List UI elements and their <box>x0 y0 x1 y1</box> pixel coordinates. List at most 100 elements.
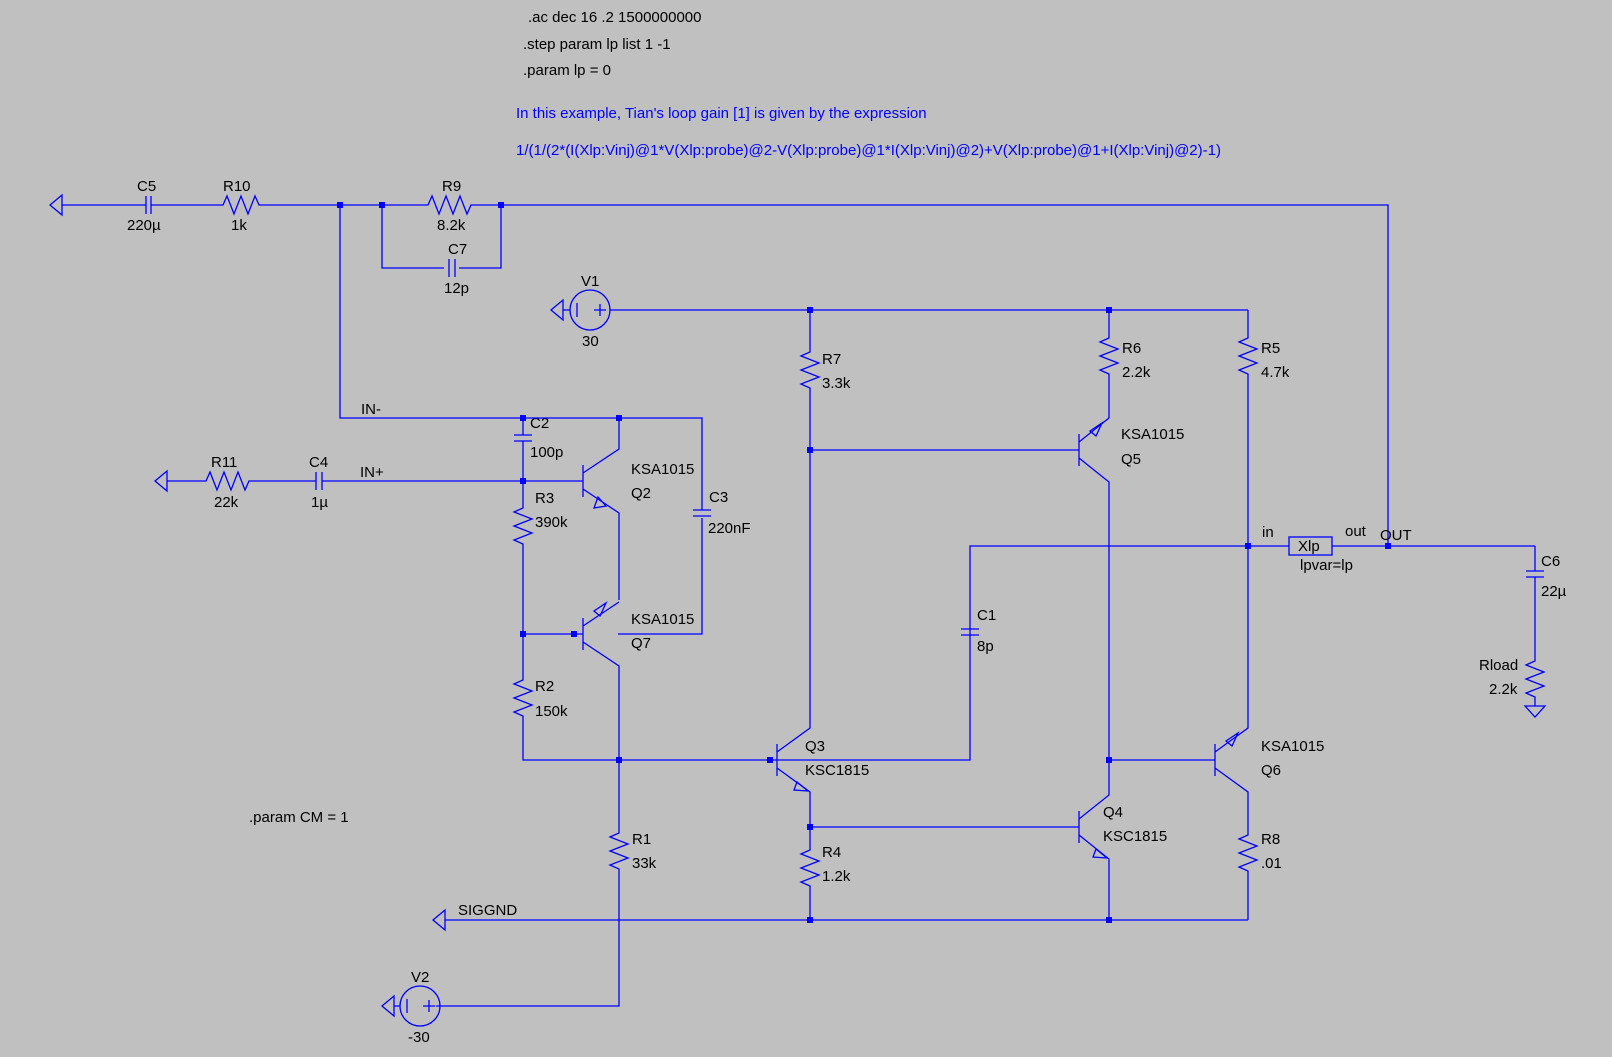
q2-model: KSA1015 <box>631 461 694 478</box>
ground-flag-r11 <box>153 469 168 493</box>
xlp-out-label: out <box>1345 523 1367 540</box>
transistor-q7[interactable] <box>582 601 620 760</box>
step-directive[interactable]: .step param lp list 1 -1 <box>523 36 671 53</box>
junction <box>498 202 504 208</box>
r9-name: R9 <box>442 178 461 195</box>
param-lp-directive[interactable]: .param lp = 0 <box>523 62 611 79</box>
transistor-q5[interactable] <box>1073 417 1110 760</box>
resistor-r10[interactable] <box>216 194 340 216</box>
param-cm-directive[interactable]: .param CM = 1 <box>249 809 349 826</box>
q5-name: Q5 <box>1121 451 1141 468</box>
capacitor-c3[interactable] <box>693 509 711 517</box>
c7-wires <box>340 204 502 269</box>
r5-value: 4.7k <box>1261 364 1290 381</box>
c2-value: 100p <box>530 444 563 461</box>
resistor-rload[interactable] <box>1524 658 1546 706</box>
resistor-r6[interactable] <box>1098 310 1120 418</box>
c3-wires <box>523 417 703 635</box>
resistor-r1[interactable] <box>436 760 630 1007</box>
xlp-param: lpvar=lp <box>1300 557 1353 574</box>
q7-name: Q7 <box>631 635 651 652</box>
in-plus-label: IN+ <box>360 464 384 481</box>
junction <box>571 631 577 637</box>
r4-name: R4 <box>822 844 841 861</box>
c4-value: 1µ <box>311 494 328 511</box>
transistor-q2[interactable] <box>523 418 620 600</box>
c2-name: C2 <box>530 415 549 432</box>
r11-value: 22k <box>214 494 239 511</box>
q2-name: Q2 <box>631 485 651 502</box>
resistor-r3[interactable] <box>512 481 534 634</box>
c7-name: C7 <box>448 241 467 258</box>
transistor-q3[interactable] <box>770 720 811 827</box>
out-label: OUT <box>1380 527 1412 544</box>
junction <box>807 917 813 923</box>
v1-value: 30 <box>582 333 599 350</box>
ground-rload <box>1523 705 1547 718</box>
c5-value: 220µ <box>127 217 161 234</box>
ac-directive[interactable]: .ac dec 16 .2 1500000000 <box>528 9 701 26</box>
xlp-in-label: in <box>1262 524 1274 541</box>
r1-value: 33k <box>632 855 657 872</box>
feedback-wire <box>501 204 1389 546</box>
in-minus-label: IN- <box>361 401 381 418</box>
c1-name: C1 <box>977 607 996 624</box>
transistor-q6[interactable] <box>1209 546 1249 832</box>
v2-name: V2 <box>411 969 429 986</box>
capacitor-c5[interactable] <box>140 196 216 214</box>
r6-name: R6 <box>1122 340 1141 357</box>
c3-name: C3 <box>709 489 728 506</box>
q6-model: KSA1015 <box>1261 738 1324 755</box>
c1-value: 8p <box>977 638 994 655</box>
c3-value: 220nF <box>708 520 751 537</box>
rload-name: Rload <box>1479 657 1518 674</box>
c1-wires <box>777 545 1248 761</box>
c6-name: C6 <box>1541 553 1560 570</box>
c7-value: 12p <box>444 280 469 297</box>
capacitor-c1[interactable] <box>961 628 979 636</box>
resistor-r9[interactable] <box>382 194 501 216</box>
capacitor-c2[interactable] <box>514 418 532 481</box>
q4-model: KSC1815 <box>1103 828 1167 845</box>
c6-value: 22µ <box>1541 583 1567 600</box>
junction <box>337 202 343 208</box>
resistor-r8[interactable] <box>1237 832 1259 920</box>
resistor-r7[interactable] <box>799 310 821 450</box>
r7-name: R7 <box>822 351 841 368</box>
in-minus-wire <box>339 205 523 419</box>
rload-value: 2.2k <box>1489 681 1518 698</box>
q5-model: KSA1015 <box>1121 426 1184 443</box>
capacitor-c7[interactable] <box>448 259 456 277</box>
probe-xlp[interactable] <box>1288 536 1388 556</box>
transistor-q4[interactable] <box>1073 760 1110 920</box>
resistor-r11[interactable] <box>167 470 310 492</box>
comment-line-1[interactable]: In this example, Tian's loop gain [1] is… <box>516 105 927 122</box>
r11-name: R11 <box>211 454 237 471</box>
r10-value: 1k <box>231 217 247 234</box>
r2-name: R2 <box>535 678 554 695</box>
siggnd-label: SIGGND <box>458 902 517 919</box>
capacitor-c4[interactable] <box>310 472 523 490</box>
ground-flag-left-top <box>48 193 63 217</box>
q3-model: KSC1815 <box>805 762 869 779</box>
r4-value: 1.2k <box>822 868 851 885</box>
siggnd-flag <box>431 908 446 932</box>
resistor-r2[interactable] <box>512 634 619 761</box>
voltage-source-v2[interactable] <box>394 985 441 1027</box>
resistor-r5[interactable] <box>1237 310 1259 546</box>
v2-value: -30 <box>408 1029 430 1046</box>
r5-name: R5 <box>1261 340 1280 357</box>
r7-value: 3.3k <box>822 375 851 392</box>
capacitor-c6[interactable] <box>1526 546 1544 658</box>
r10-name: R10 <box>223 178 251 195</box>
resistor-r4[interactable] <box>799 827 821 920</box>
r1-name: R1 <box>632 831 651 848</box>
r2-value: 150k <box>535 703 568 720</box>
q4-name: Q4 <box>1103 804 1123 821</box>
c4-name: C4 <box>309 454 328 471</box>
comment-line-2[interactable]: 1/(1/(2*(I(Xlp:Vinj)@1*V(Xlp:probe)@2-V(… <box>516 142 1221 159</box>
voltage-source-v1[interactable] <box>563 289 810 331</box>
q3-name: Q3 <box>805 738 825 755</box>
